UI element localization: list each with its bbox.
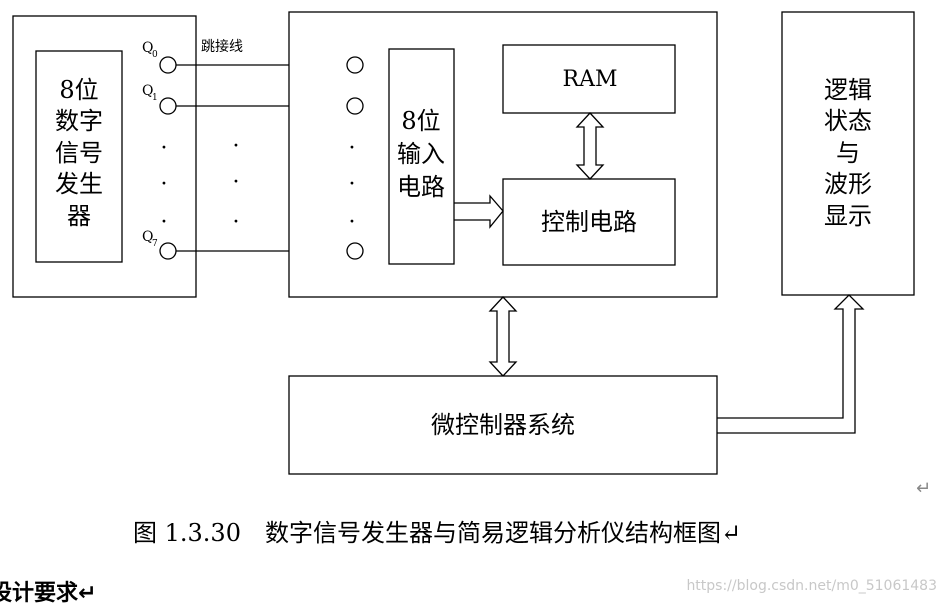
display-line-4: 波形: [824, 170, 872, 198]
dot: ·: [233, 210, 240, 235]
signal-generator-inner-box: [35, 50, 123, 263]
signal-generator-label: 8位 数字 信号 发生 器: [55, 76, 103, 230]
jumper-wire-label: 跳接线: [201, 38, 243, 55]
pin-q1-letter: Q: [142, 83, 153, 99]
paragraph-return-mark: ↵: [916, 478, 931, 499]
pin-q7-sub: 7: [152, 239, 158, 249]
dot: ·: [233, 170, 240, 195]
display-line-3: 与: [836, 139, 860, 167]
microcontroller-box: [288, 375, 718, 475]
signal-generator-line-3: 信号: [55, 139, 103, 167]
pin-q1-sub: 1: [152, 93, 158, 103]
input-to-control-arrow: [454, 194, 504, 229]
display-box: [781, 11, 915, 296]
input-pin-0-circle: [346, 56, 364, 74]
dot: ·: [349, 210, 356, 235]
ram-control-double-arrow: [575, 112, 605, 180]
dot: ·: [161, 210, 168, 235]
control-circuit-label: 控制电路: [541, 208, 637, 236]
pin-q0-sub: 0: [152, 50, 158, 60]
display-line-2: 状态: [824, 107, 872, 135]
input-circuit-box: [388, 48, 455, 265]
pin-q7-letter: Q: [142, 229, 153, 245]
figure-caption: 图 1.3.30 数字信号发生器与简易逻辑分析仪结构框图↵: [133, 519, 741, 547]
pin-q0-letter: Q: [142, 40, 153, 56]
section-heading: 设计要求↵: [0, 581, 96, 604]
ellipsis-dots: · · · · · · · · ·: [161, 134, 356, 235]
analyzer-mcu-double-arrow: [488, 296, 518, 377]
watermark: https://blog.csdn.net/m0_51061483: [686, 578, 937, 594]
input-circuit-label: 8位 输入 电路: [397, 107, 445, 201]
dot: ·: [349, 136, 356, 161]
ram-label: RAM: [563, 67, 618, 92]
dot: ·: [161, 172, 168, 197]
dot: ·: [233, 134, 240, 159]
display-label: 逻辑 状态 与 波形 显示: [824, 76, 872, 230]
signal-generator-line-2: 数字: [55, 107, 103, 135]
control-circuit-box: [502, 178, 676, 266]
dot: ·: [161, 136, 168, 161]
input-circuit-line-2: 输入: [397, 140, 445, 168]
dot: ·: [349, 172, 356, 197]
input-circuit-line-3: 电路: [397, 173, 445, 201]
display-line-1: 逻辑: [824, 76, 872, 104]
signal-generator-line-5: 器: [67, 202, 91, 230]
microcontroller-label: 微控制器系统: [431, 411, 575, 439]
input-circuit-line-1: 8位: [401, 107, 440, 135]
ram-box: [502, 44, 676, 114]
display-line-5: 显示: [824, 202, 872, 230]
input-pin-1-circle: [346, 97, 364, 115]
signal-generator-line-1: 8位: [59, 76, 98, 104]
mcu-to-display-arrow: [717, 294, 865, 434]
input-pin-7-circle: [346, 242, 364, 260]
signal-generator-line-4: 发生: [55, 170, 103, 198]
